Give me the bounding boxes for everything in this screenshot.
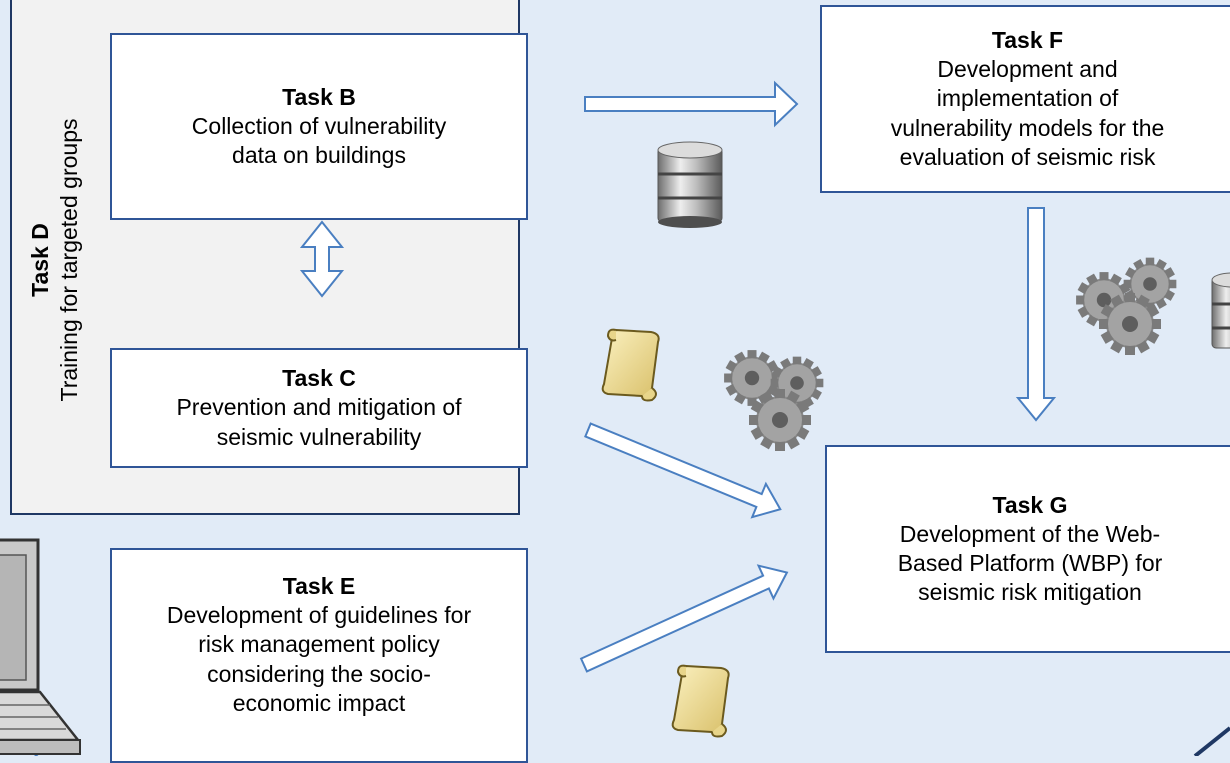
task-f-box: Task F Development and implementation of… [820,5,1230,193]
task-b-desc-line2: data on buildings [232,142,406,169]
double-arrow-b-c [299,220,345,298]
task-f-desc-line3: vulnerability models for the [890,114,1165,141]
task-g-desc-line1: Development of the Web- [899,520,1161,547]
task-b-box: Task B Collection of vulnerability data … [110,33,528,220]
task-f-desc-line2: implementation of [936,85,1119,112]
task-e-box: Task E Development of guidelines for ris… [110,548,528,763]
laptop-icon [0,538,81,755]
arrow-f-to-g [1015,207,1057,422]
task-b-title: Task B [282,83,356,110]
task-f-desc-line4: evaluation of seismic risk [899,143,1156,170]
gears-icon-right [1076,257,1177,355]
task-c-desc-line1: Prevention and mitigation of [176,394,462,421]
task-e-desc-line3: considering the socio- [207,660,431,687]
task-e-desc-line4: economic impact [232,689,406,716]
task-g-desc-line2: Based Platform (WBP) for [897,550,1163,576]
database-icon-right [1211,272,1230,349]
task-f-desc-line1: Development and [937,56,1118,83]
task-g-desc-line3: seismic risk mitigation [918,579,1142,606]
database-icon [657,141,723,228]
task-e-desc-line1: Development of guidelines for [166,602,472,629]
gears-icon [724,350,824,451]
task-e-desc-line2: risk management policy [198,631,440,658]
task-c-desc-line2: seismic vulnerability [216,423,422,450]
scroll-icon [601,328,660,402]
task-c-title: Task C [282,365,356,392]
task-g-box: Task G Development of the Web- Based Pla… [825,445,1230,653]
task-g-title: Task G [992,491,1068,518]
arrow-c-to-g [584,422,782,519]
arrow-b-to-f [584,80,799,128]
task-e-title: Task E [282,573,356,599]
arrow-e-to-g [579,564,789,673]
task-c-box: Task C Prevention and mitigation of seis… [110,348,528,468]
task-f-title: Task F [991,26,1064,53]
scroll-icon-lower [671,664,730,738]
task-b-desc-line1: Collection of vulnerability [191,112,447,139]
